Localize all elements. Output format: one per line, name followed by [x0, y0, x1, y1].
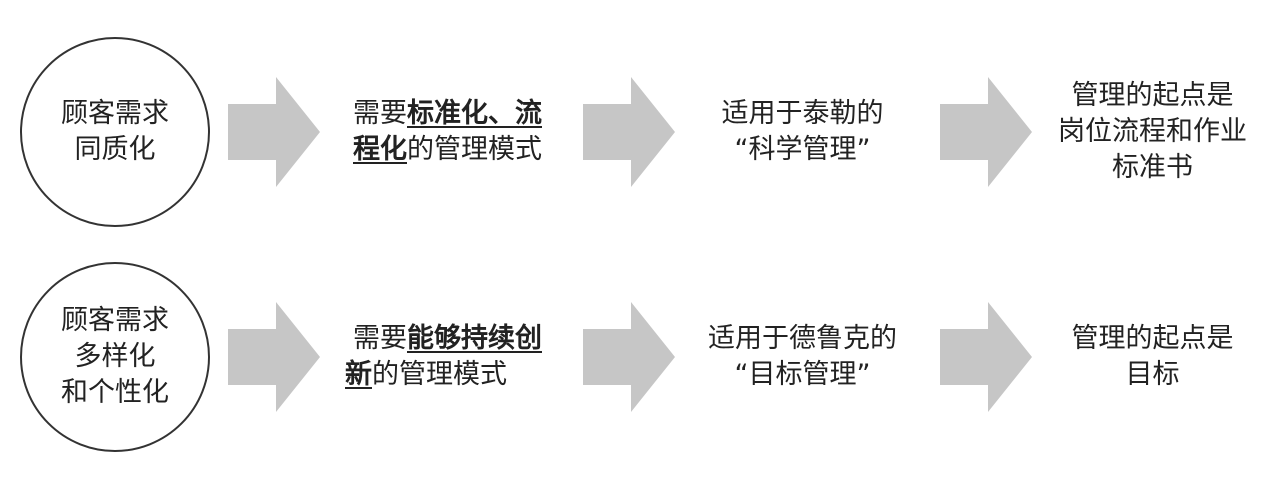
row1-customer-demand-text: 顾客需求 同质化: [61, 96, 169, 168]
row2-mode-suffix: 的管理模式: [372, 359, 507, 390]
row2-management-mode: 需要能够持续创 新的管理模式: [325, 317, 570, 397]
row1-start-line-2: 岗位流程和作业: [1058, 116, 1247, 147]
row1-mode-suffix: 的管理模式: [407, 134, 542, 165]
row2-mode-prefix: 需要: [353, 323, 407, 354]
row1-management-mode: 需要标准化、流 程化的管理模式: [325, 92, 570, 172]
row1-arrow-2-icon: [583, 77, 675, 187]
row2-arrow-1-icon: [228, 302, 320, 412]
row2-start-line-2: 目标: [1125, 359, 1180, 390]
row2-circle-line-1: 顾客需求: [61, 305, 169, 336]
row2-circle-line-3: 和个性化: [61, 377, 169, 408]
row2-mode-line-1: 需要能够持续创: [353, 321, 542, 357]
row1-circle-line-1: 顾客需求: [61, 98, 169, 129]
row1-applicable-theory: 适用于泰勒的 “科学管理”: [675, 92, 930, 172]
row1-management-start: 管理的起点是 岗位流程和作业 标准书: [1040, 73, 1265, 191]
row2-mode-line-2: 新的管理模式: [325, 357, 507, 393]
row2-applicable-theory: 适用于德鲁克的 “目标管理”: [675, 317, 930, 397]
row2-start-line-1: 管理的起点是: [1071, 323, 1234, 354]
row2-arrow-2-icon: [583, 302, 675, 412]
row2-customer-demand-text: 顾客需求 多样化 和个性化: [61, 303, 169, 411]
row1-start-line-3: 标准书: [1112, 152, 1193, 183]
row1-mode-prefix: 需要: [353, 98, 407, 129]
row1-start-line-1: 管理的起点是: [1071, 80, 1234, 111]
row1-customer-demand-circle: 顾客需求 同质化: [20, 37, 210, 227]
row2-mode-emphasis-1: 能够持续创: [407, 323, 542, 354]
row1-circle-line-2: 同质化: [74, 134, 156, 165]
row1-mode-line-1: 需要标准化、流: [353, 96, 542, 132]
row2-arrow-3-icon: [940, 302, 1032, 412]
row1-mode-emphasis-1: 标准化、流: [407, 98, 542, 129]
row2-theory-line-1: 适用于德鲁克的: [708, 323, 897, 354]
row2-customer-demand-circle: 顾客需求 多样化 和个性化: [20, 262, 210, 452]
row1-mode-line-2: 程化的管理模式: [353, 132, 542, 168]
row2-management-start: 管理的起点是 目标: [1040, 317, 1265, 397]
row1-arrow-3-icon: [940, 77, 1032, 187]
row2-circle-line-2: 多样化: [74, 341, 156, 372]
row1-theory-line-1: 适用于泰勒的: [721, 98, 884, 129]
row2-mode-emphasis-2: 新: [345, 359, 372, 390]
row1-arrow-1-icon: [228, 77, 320, 187]
row2-theory-line-2: “目标管理”: [734, 359, 871, 390]
row1-mode-emphasis-2: 程化: [353, 134, 407, 165]
row1-theory-line-2: “科学管理”: [734, 134, 871, 165]
